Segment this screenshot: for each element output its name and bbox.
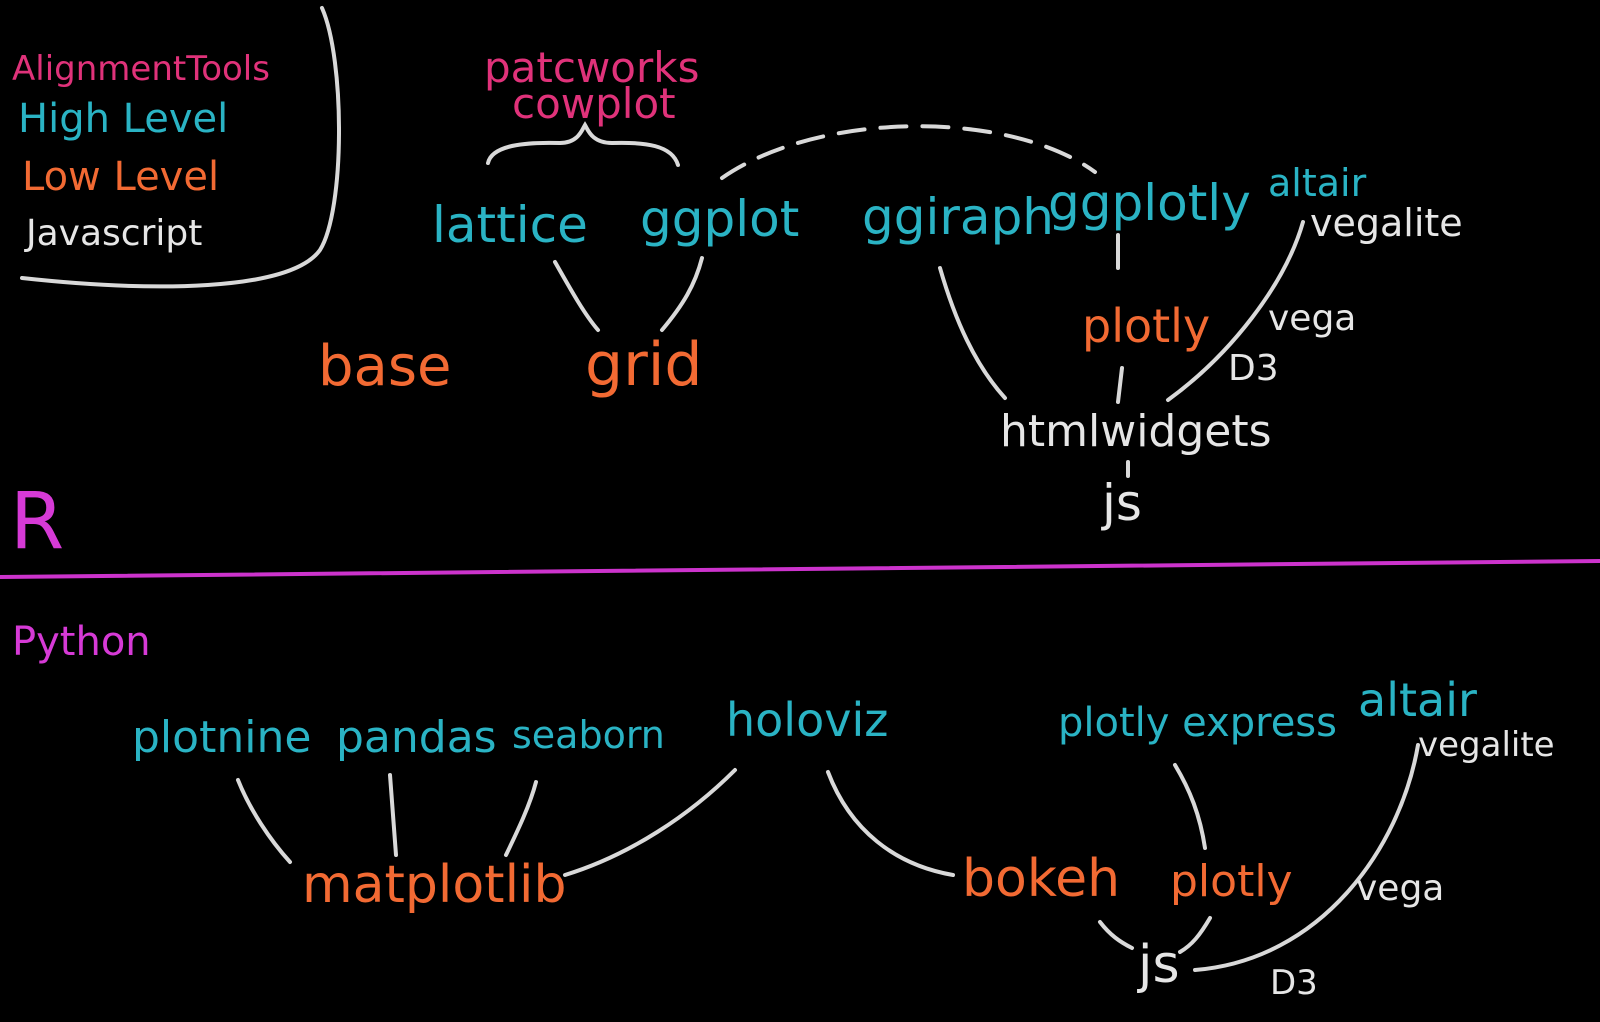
plotnine-matplotlib-line <box>236 778 292 864</box>
ggiraph-htmlwidgets-line <box>938 266 1007 400</box>
node-d3-r: D3 <box>1228 348 1279 389</box>
bokeh-js-line <box>1098 920 1134 950</box>
node-pandas: pandas <box>336 712 497 763</box>
node-ggiraph: ggiraph <box>862 188 1054 246</box>
legend-alignment: AlignmentTools <box>12 49 270 89</box>
node-d3-py: D3 <box>1270 963 1318 1003</box>
plotly-htmlwidgets-line <box>1116 366 1124 404</box>
section-label-python: Python <box>12 619 151 665</box>
plotly-js-line <box>1178 916 1212 954</box>
node-js-py: js <box>1137 935 1180 995</box>
holoviz-matplotlib-line <box>563 768 737 877</box>
legend-javascript: Javascript <box>24 213 202 254</box>
pandas-matplotlib-line <box>388 773 398 857</box>
node-base: base <box>318 334 452 399</box>
lattice-grid-line <box>553 260 600 332</box>
python-section: plotnine pandas seaborn holoviz plotly e… <box>132 673 1555 1003</box>
node-htmlwidgets: htmlwidgets <box>1000 406 1272 457</box>
node-altair-r: altair <box>1268 161 1367 205</box>
section-label-r: R <box>10 477 64 567</box>
node-plotly-py: plotly <box>1170 856 1293 907</box>
node-holoviz: holoviz <box>726 693 888 747</box>
node-altair-py: altair <box>1358 673 1477 727</box>
node-patcworks: patcworks <box>484 43 699 92</box>
node-vega-py: vega <box>1356 868 1444 909</box>
node-ggplot: ggplot <box>640 190 799 248</box>
altair-js-line <box>1193 743 1420 972</box>
node-vegalite-py: vegalite <box>1418 725 1555 765</box>
node-cowplot: cowplot <box>512 79 676 128</box>
node-grid: grid <box>585 330 703 400</box>
node-plotly-r: plotly <box>1082 299 1210 353</box>
alignment-brace <box>486 121 680 167</box>
r-section: patcworks cowplot lattice ggplot ggiraph… <box>318 43 1463 532</box>
legend-border <box>20 6 341 289</box>
legend-low-level: Low Level <box>22 154 219 200</box>
ggplot-ggplotly-dashed <box>720 124 1097 180</box>
plotlyexpress-plotly-line <box>1173 763 1207 850</box>
altair-htmlwidgets-line <box>1166 220 1305 402</box>
seaborn-matplotlib-line <box>504 780 538 857</box>
ggplot-grid-line <box>660 256 704 332</box>
node-bokeh: bokeh <box>962 849 1120 909</box>
node-vegalite-r: vegalite <box>1310 201 1463 245</box>
node-plotnine: plotnine <box>132 712 311 763</box>
node-seaborn: seaborn <box>512 713 665 757</box>
legend-high-level: High Level <box>18 96 228 142</box>
node-ggplotly: ggplotly <box>1048 174 1251 232</box>
node-lattice: lattice <box>432 196 588 254</box>
node-plotly-express: plotly express <box>1058 700 1337 746</box>
node-matplotlib: matplotlib <box>302 855 566 915</box>
node-js-r: js <box>1101 474 1142 532</box>
node-vega-r: vega <box>1268 298 1356 339</box>
connectors <box>20 6 1420 972</box>
section-divider <box>0 559 1600 579</box>
holoviz-bokeh-line <box>826 770 955 877</box>
legend: AlignmentTools High Level Low Level Java… <box>12 49 270 254</box>
